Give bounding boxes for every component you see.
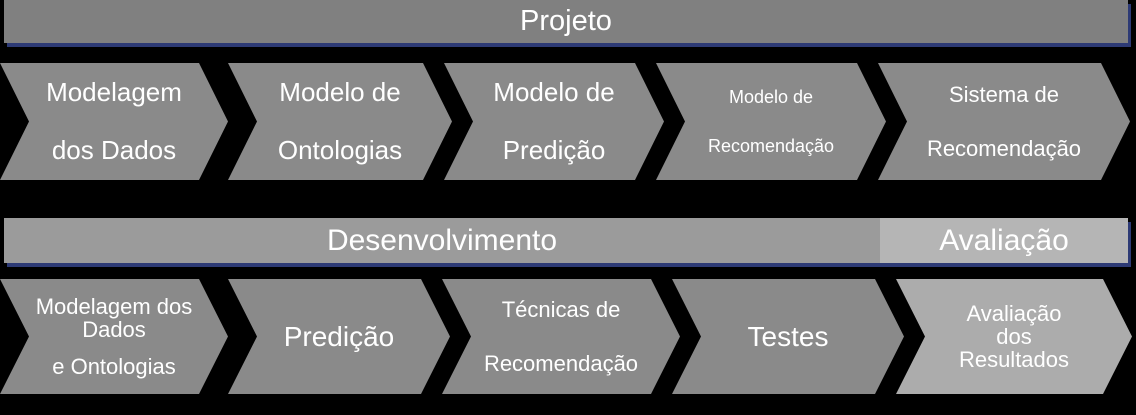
chevron-line-3: e Ontologias — [52, 354, 176, 380]
chevron-line-1: Modelo de — [279, 77, 401, 108]
bar-segment-avaliacao[interactable]: Avaliação — [880, 218, 1128, 263]
chevron-line-1: Modelo de — [728, 86, 814, 107]
chevron-line-1: Modelo de — [493, 77, 615, 108]
bottom-task-chevron-row: Modelagem dos Dados e Ontologias Prediçã… — [0, 279, 1136, 394]
avaliacao-label: Avaliação — [939, 223, 1069, 257]
chevron-line-2: Recomendação — [483, 350, 639, 376]
chevron-line-1: Sistema de — [948, 82, 1060, 108]
chevron-line-2: Dados — [82, 316, 146, 342]
chevron-modelagem-dados-ontologias[interactable]: Modelagem dos Dados e Ontologias — [0, 279, 228, 394]
chevron-line-1: Predição — [283, 320, 395, 352]
chevron-line-1: Testes — [747, 320, 829, 352]
top-phase-chevron-row: Modelagem dos Dados Modelo de Ontologias… — [0, 63, 1136, 180]
chevron-shape — [672, 279, 904, 394]
chevron-modelo-de-recomendacao[interactable]: Modelo de Recomendação — [656, 63, 886, 180]
chevron-line-3: Resultados — [958, 347, 1070, 373]
chevron-predicao[interactable]: Predição — [228, 279, 450, 394]
chevron-line-1: Modelagem dos — [35, 293, 193, 319]
project-bar-segment[interactable]: Projeto — [4, 0, 1128, 43]
chevron-avaliacao-dos-resultados[interactable]: Avaliação dos Resultados — [896, 279, 1132, 394]
project-bar-label: Projeto — [520, 5, 612, 37]
chevron-line-2: Ontologias — [277, 134, 403, 165]
chevron-line-2: Recomendação — [926, 135, 1082, 161]
chevron-text: Modelo de Predição — [444, 77, 664, 165]
chevron-modelo-de-ontologias[interactable]: Modelo de Ontologias — [228, 63, 452, 180]
chevron-sistema-de-recomendacao[interactable]: Sistema de Recomendação — [878, 63, 1130, 180]
chevron-modelo-de-predicao[interactable]: Modelo de Predição — [444, 63, 664, 180]
chevron-shape — [442, 279, 680, 394]
chevron-shape — [656, 63, 886, 180]
chevron-shape — [228, 279, 450, 394]
chevron-line-2: Predição — [502, 134, 606, 165]
chevron-text: Testes — [672, 320, 904, 352]
chevron-text: Sistema de Recomendação — [878, 83, 1130, 159]
chevron-shape — [228, 63, 452, 180]
chevron-tecnicas-de-recomendacao[interactable]: Técnicas de Recomendação — [442, 279, 680, 394]
chevron-text: Modelagem dos Dados — [0, 77, 228, 165]
chevron-testes[interactable]: Testes — [672, 279, 904, 394]
bar-segment-desenvolvimento[interactable]: Desenvolvimento — [4, 218, 880, 263]
chevron-line-2: dos Dados — [51, 134, 177, 165]
chevron-text: Técnicas de Recomendação — [442, 298, 680, 374]
chevron-text: Avaliação dos Resultados — [896, 302, 1132, 371]
chevron-line-1: Técnicas de — [501, 297, 621, 323]
chevron-shape — [0, 279, 228, 394]
chevron-line-1: Avaliação — [966, 300, 1062, 326]
chevron-text: Modelagem dos Dados e Ontologias — [0, 295, 228, 378]
chevron-line-1: Modelagem — [46, 77, 182, 108]
chevron-shape — [878, 63, 1130, 180]
chevron-shape — [896, 279, 1132, 394]
project-phase-bar: Projeto — [4, 0, 1128, 43]
chevron-text: Predição — [228, 320, 450, 352]
chevron-shape — [444, 63, 664, 180]
chevron-line-2: dos — [996, 323, 1032, 349]
chevron-text: Modelo de Recomendação — [656, 86, 886, 156]
chevron-line-2: Recomendação — [707, 135, 835, 156]
chevron-shape — [0, 63, 228, 180]
development-evaluation-bar: Desenvolvimento Avaliação — [4, 218, 1128, 263]
desenvolvimento-label: Desenvolvimento — [326, 223, 558, 257]
chevron-modelagem-dos-dados[interactable]: Modelagem dos Dados — [0, 63, 228, 180]
chevron-text: Modelo de Ontologias — [228, 77, 452, 165]
